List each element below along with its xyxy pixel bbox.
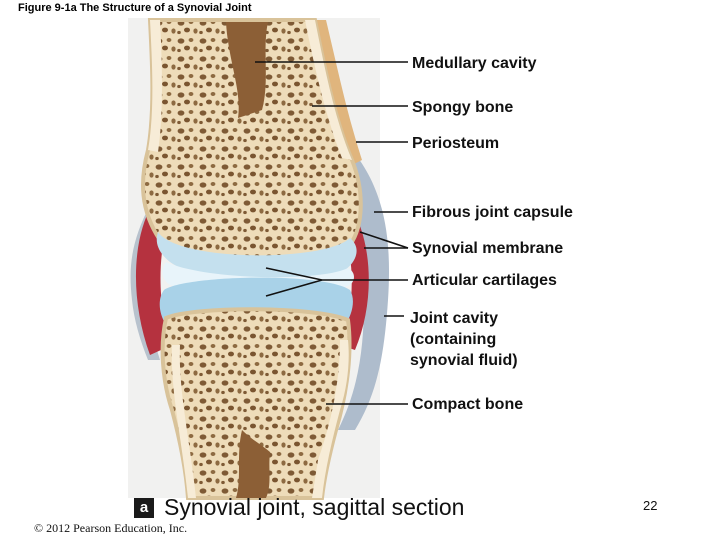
compact-bone-lower-right bbox=[312, 340, 349, 498]
copyright-notice: © 2012 Pearson Education, Inc. bbox=[34, 521, 188, 535]
panel-badge: a bbox=[134, 498, 154, 518]
page-number: 22 bbox=[643, 498, 658, 513]
leader-synovial-membrane-a bbox=[359, 231, 409, 249]
periosteum-band bbox=[314, 20, 362, 165]
figure-caption: Synovial joint, sagittal section bbox=[164, 494, 465, 520]
fibrous-capsule-right bbox=[336, 150, 390, 430]
leader-articular-cartilage-upper bbox=[265, 267, 323, 281]
lower-bone bbox=[160, 307, 352, 500]
articular-cartilage-upper bbox=[156, 232, 357, 279]
label-fibrous-joint-capsule: Fibrous joint capsule bbox=[412, 204, 573, 221]
figure-title: Figure 9-1a The Structure of a Synovial … bbox=[18, 2, 252, 14]
label-articular-cartilages: Articular cartilages bbox=[412, 272, 557, 289]
label-periosteum: Periosteum bbox=[412, 135, 500, 152]
label-compact-bone: Compact bone bbox=[412, 396, 524, 413]
label-joint-cavity: Joint cavity (containing synovial fluid) bbox=[410, 310, 518, 369]
compact-bone-lower-left bbox=[171, 345, 196, 498]
label-spongy-bone: Spongy bone bbox=[412, 99, 514, 116]
leader-lines bbox=[255, 61, 409, 405]
medullary-cavity-upper bbox=[226, 22, 268, 118]
leader-articular-cartilage-lower bbox=[265, 279, 323, 297]
compact-bone-upper-left bbox=[148, 20, 162, 152]
medullary-cavity-lower bbox=[236, 430, 270, 498]
compact-bone-upper-right bbox=[305, 20, 352, 160]
label-medullary-cavity: Medullary cavity bbox=[412, 55, 537, 72]
label-synovial-membrane: Synovial membrane bbox=[412, 240, 564, 257]
